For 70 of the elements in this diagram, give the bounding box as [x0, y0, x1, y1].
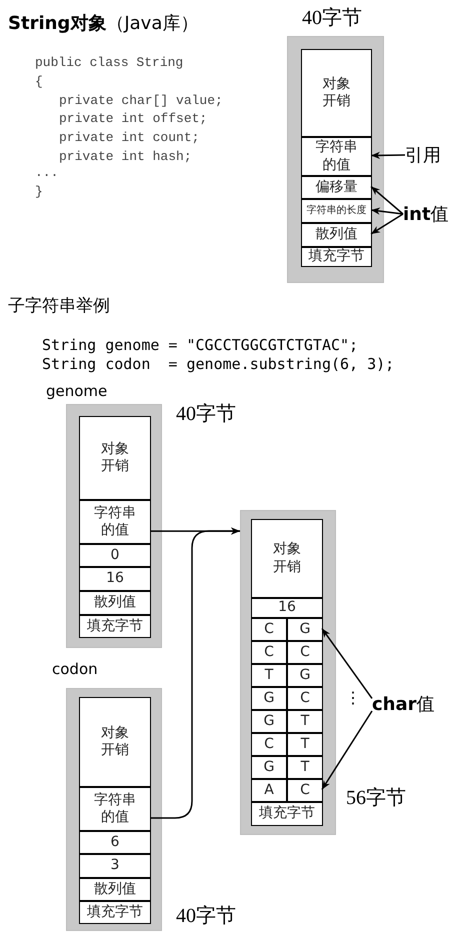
arrow	[370, 152, 406, 159]
memory-cell: C	[287, 641, 323, 664]
memory-cell: 字符串的值	[301, 137, 372, 176]
memory-cell: 16	[251, 598, 323, 618]
arrow	[150, 527, 240, 819]
memory-cell: 散列值	[301, 223, 372, 247]
code-line: private int count;	[59, 131, 200, 144]
code-line: private char[] value;	[59, 94, 223, 107]
memory-cell: 散列值	[79, 591, 151, 615]
arrow	[370, 213, 404, 235]
memory-cell: 16	[79, 567, 151, 591]
memory-cell: 字符串的值	[79, 500, 151, 544]
memory-cell: 对象开销	[301, 49, 372, 137]
memory-cell: 对象开销	[251, 519, 323, 598]
memory-cell: T	[287, 756, 323, 779]
memory-cell: C	[251, 733, 287, 756]
memory-cell: 填充字节	[79, 901, 151, 924]
object-panel	[66, 404, 162, 648]
memory-cell: C	[287, 779, 323, 802]
memory-cell: 填充字节	[79, 615, 151, 638]
variable-name: codon	[52, 662, 98, 677]
code-line: String genome = "CGCCTGGCGTCTGTAC";	[42, 338, 358, 353]
callout-text: int值	[403, 201, 464, 227]
memory-cell: 字符串的长度	[301, 199, 372, 223]
object-panel	[287, 36, 384, 283]
size-label: 40字节	[176, 404, 236, 424]
memory-cell: 对象开销	[79, 697, 151, 787]
memory-cell: 偏移量	[301, 176, 372, 199]
arrow	[321, 628, 373, 699]
memory-cell: A	[251, 779, 287, 802]
memory-cell: T	[287, 710, 323, 733]
memory-cell: 3	[79, 854, 151, 878]
memory-cell: C	[287, 687, 323, 710]
code-line: private int offset;	[59, 112, 208, 125]
memory-cell: 对象开销	[79, 416, 151, 500]
arrow	[370, 186, 404, 215]
memory-cell: T	[287, 733, 323, 756]
variable-name: genome	[46, 384, 108, 399]
arrow	[321, 710, 373, 790]
ellipsis-mark: ⋮	[345, 690, 361, 706]
code-line: ...	[35, 166, 58, 179]
memory-cell: 填充字节	[251, 802, 323, 826]
memory-cell: C	[251, 641, 287, 664]
object-panel	[66, 688, 162, 931]
size-label: 56字节	[346, 788, 406, 808]
memory-cell: G	[287, 618, 323, 641]
memory-cell: G	[251, 687, 287, 710]
title: String对象（Java库）	[8, 12, 198, 36]
callout-text: char值	[372, 690, 450, 718]
code-line: private int hash;	[59, 150, 192, 163]
memory-cell: G	[251, 756, 287, 779]
memory-cell: 0	[79, 544, 151, 567]
object-panel	[240, 510, 336, 835]
memory-cell: G	[287, 664, 323, 687]
memory-cell: T	[251, 664, 287, 687]
memory-cell: 散列值	[79, 878, 151, 901]
memory-cell: 填充字节	[301, 247, 372, 267]
code-line: {	[35, 75, 43, 88]
memory-cell: G	[251, 710, 287, 733]
size-label: 40字节	[302, 8, 362, 28]
arrow	[370, 208, 404, 215]
memory-cell: 字符串的值	[79, 787, 151, 831]
callout-text: 引用	[405, 143, 449, 167]
code-line: public class String	[35, 56, 184, 69]
memory-cell: C	[251, 618, 287, 641]
code-line: }	[35, 185, 43, 198]
code-line: String codon = genome.substring(6, 3);	[42, 357, 394, 372]
size-label: 40字节	[176, 906, 236, 926]
section-heading: 子字符串举例	[8, 298, 110, 315]
memory-cell: 6	[79, 831, 151, 854]
